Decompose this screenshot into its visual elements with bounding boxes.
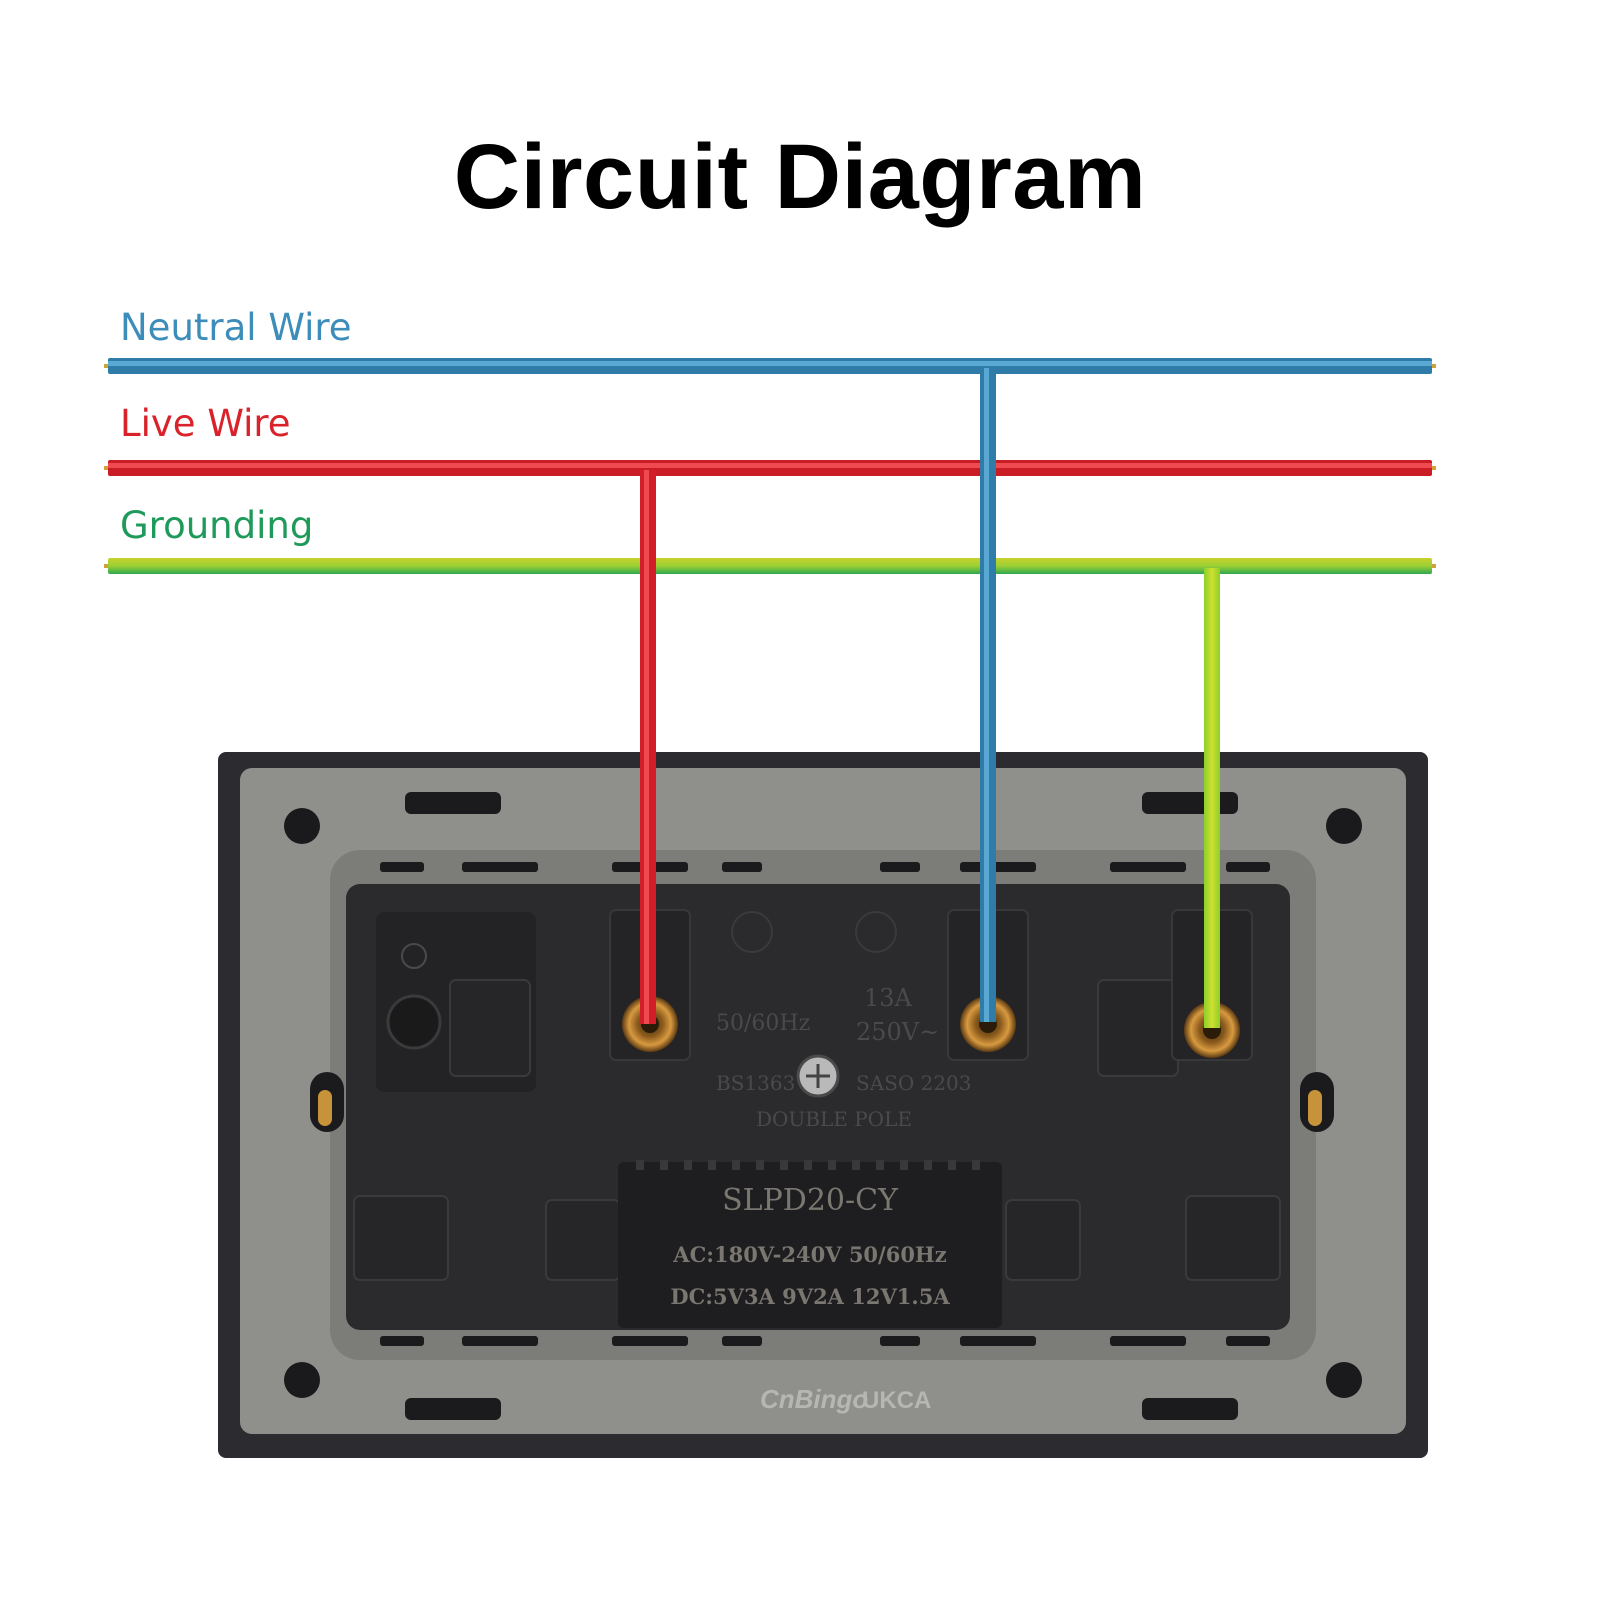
voltage-rating: 250V~ [856, 1018, 939, 1046]
plate-slot [1142, 1398, 1238, 1420]
ground-screw-left [386, 994, 442, 1050]
standard-left: BS1363 [716, 1071, 795, 1095]
brand-logo: CnBingo [760, 1384, 868, 1414]
plate-slot [405, 1398, 501, 1420]
ukca-mark: UKCA [862, 1387, 931, 1414]
frequency-marking: 50/60Hz [716, 1011, 810, 1036]
ground-drop-wire [1204, 568, 1220, 1028]
usb-module [618, 1162, 1002, 1328]
page-title: Circuit Diagram [453, 126, 1147, 228]
plate-slot [405, 792, 501, 814]
mount-hole [284, 808, 320, 844]
ground-wire [108, 558, 1432, 574]
mount-hole [284, 1362, 320, 1398]
plate-slot [1142, 792, 1238, 814]
live-wire-label: Live Wire [120, 402, 291, 445]
socket-back: 50/60Hz 13A 250V~ BS1363 SASO 2203 DOUBL… [218, 752, 1428, 1458]
module-ac-rating: AC:180V-240V 50/60Hz [672, 1242, 946, 1267]
grounding-label: Grounding [120, 504, 314, 547]
vent-ticks [380, 862, 1270, 1346]
mount-hole [1326, 808, 1362, 844]
module-model: SLPD20-CY [722, 1183, 899, 1218]
bus-wires [104, 358, 1436, 574]
standard-right: SASO 2203 [856, 1071, 972, 1095]
mount-hole [1326, 1362, 1362, 1398]
current-rating: 13A [864, 984, 913, 1012]
module-dc-rating: DC:5V3A 9V2A 12V1.5A [670, 1284, 950, 1309]
pole-type: DOUBLE POLE [756, 1107, 912, 1131]
neutral-wire-label: Neutral Wire [120, 306, 352, 349]
earth-symbol-icon [401, 943, 427, 969]
